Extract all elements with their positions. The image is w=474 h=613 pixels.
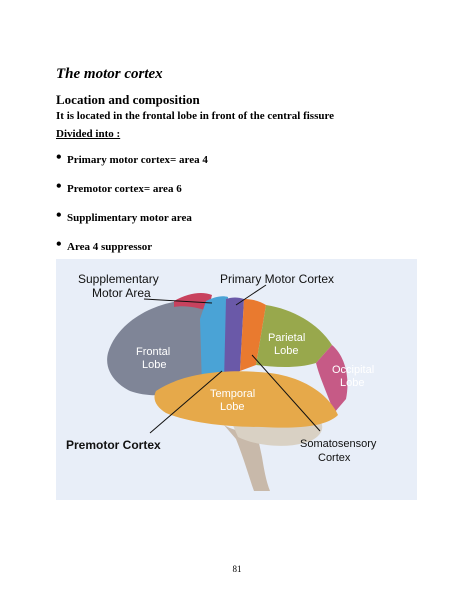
list-item-text: Premotor cortex= area 6 bbox=[67, 183, 182, 195]
primary-motor-pointer bbox=[235, 284, 267, 306]
occipital-lobe-label: Lobe bbox=[340, 377, 364, 389]
frontal-lobe bbox=[107, 300, 208, 396]
occipital-lobe-label: Occipital bbox=[332, 364, 374, 376]
premotor-strip bbox=[224, 297, 244, 381]
frontal-lobe-label: Frontal bbox=[136, 346, 170, 358]
bullet-list: • Primary motor cortex= area 4 • Premotor … bbox=[56, 149, 208, 268]
somatosensory-label: Cortex bbox=[318, 452, 351, 464]
brain-diagram-svg: Supplementary Motor Area Primary Motor C… bbox=[56, 259, 417, 500]
primary-motor-cortex bbox=[200, 296, 228, 388]
occipital-lobe bbox=[316, 345, 348, 413]
divided-into-label: Divided into : bbox=[56, 128, 121, 140]
somatosensory-label: Somatosensory bbox=[300, 438, 377, 450]
location-text: It is located in the frontal lobe in fro… bbox=[56, 110, 335, 122]
list-item: • Supplimentary motor area bbox=[56, 207, 208, 239]
bullet-icon: • bbox=[56, 207, 62, 224]
parietal-lobe-label: Parietal bbox=[268, 332, 305, 344]
primary-motor-label: Primary Motor Cortex bbox=[220, 272, 334, 286]
temporal-lobe bbox=[154, 371, 338, 428]
somatosensory-cortex bbox=[240, 299, 266, 371]
list-item-text: Supplimentary motor area bbox=[67, 212, 192, 224]
bullet-icon: • bbox=[56, 236, 62, 253]
list-item: • Area 4 suppressor bbox=[56, 236, 208, 268]
parietal-lobe-label: Lobe bbox=[274, 345, 298, 357]
bullet-icon: • bbox=[56, 149, 62, 166]
somatosensory-pointer bbox=[251, 354, 321, 432]
parietal-lobe bbox=[256, 305, 332, 367]
supplementary-label: Motor Area bbox=[92, 286, 151, 300]
list-item-text: Primary motor cortex= area 4 bbox=[67, 154, 208, 166]
bullet-icon: • bbox=[56, 178, 62, 195]
page-number: 81 bbox=[232, 564, 242, 574]
temporal-lobe-label: Lobe bbox=[220, 401, 244, 413]
supplementary-label: Supplementary bbox=[78, 272, 159, 286]
list-item-text: Area 4 suppressor bbox=[67, 241, 153, 253]
premotor-label: Premotor Cortex bbox=[66, 438, 161, 452]
list-item: • Premotor cortex= area 6 bbox=[56, 178, 208, 210]
list-item: • Primary motor cortex= area 4 bbox=[56, 149, 208, 181]
supplementary-pointer bbox=[143, 298, 213, 304]
temporal-lobe-label: Temporal bbox=[210, 388, 255, 400]
brain-diagram: Supplementary Motor Area Primary Motor C… bbox=[56, 259, 417, 500]
section-heading: The motor cortex bbox=[56, 66, 163, 82]
subsection-heading: Location and composition bbox=[56, 92, 200, 107]
premotor-pointer bbox=[149, 370, 223, 434]
frontal-lobe-label: Lobe bbox=[142, 359, 166, 371]
